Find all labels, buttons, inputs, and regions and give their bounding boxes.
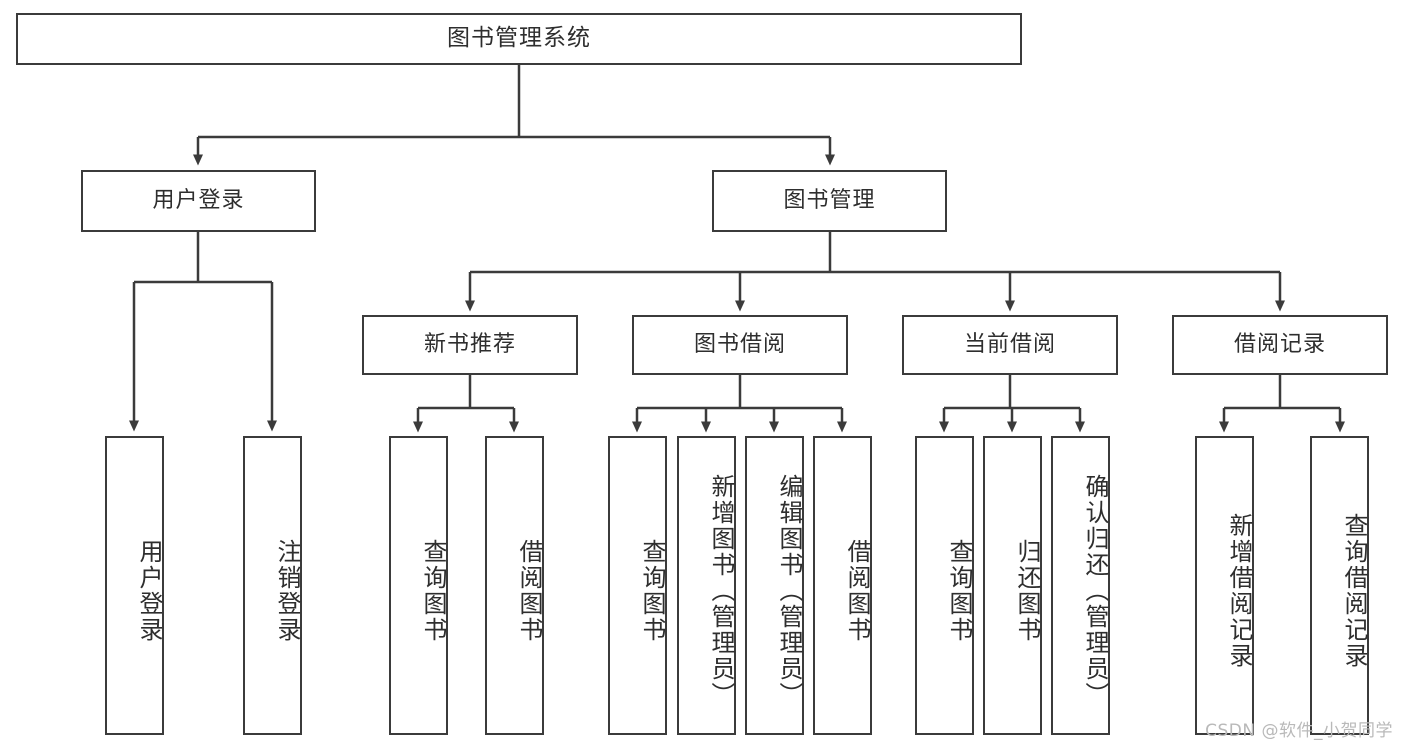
node-leaf-user-login-login[interactable]: 用户登录 [105, 436, 164, 735]
node-leaf-currentborrow-return[interactable]: 归还图书 [983, 436, 1042, 735]
node-book-manage-label: 图书管理 [783, 187, 876, 213]
node-user-login-label: 用户登录 [152, 187, 245, 213]
node-leaf-label: 确认归还（管理员） [1081, 473, 1109, 708]
node-leaf-label: 新增借阅记录 [1225, 512, 1253, 669]
node-leaf-bookborrow-edit[interactable]: 编辑图书（管理员） [745, 436, 804, 735]
node-leaf-label: 查询图书 [945, 538, 973, 643]
node-borrow-record-label: 借阅记录 [1233, 331, 1326, 357]
node-leaf-label: 编辑图书（管理员） [775, 473, 803, 708]
node-book-borrow-label: 图书借阅 [693, 331, 786, 357]
node-current-borrow-label: 当前借阅 [963, 331, 1056, 357]
node-leaf-label: 注销登录 [273, 538, 301, 643]
node-leaf-label: 借阅图书 [515, 538, 543, 643]
node-leaf-currentborrow-query[interactable]: 查询图书 [915, 436, 974, 735]
node-leaf-label: 新增图书（管理员） [707, 473, 735, 708]
node-leaf-newbook-query[interactable]: 查询图书 [389, 436, 448, 735]
node-leaf-bookborrow-borrow[interactable]: 借阅图书 [813, 436, 872, 735]
node-leaf-newbook-borrow[interactable]: 借阅图书 [485, 436, 544, 735]
node-root-label: 图书管理系统 [447, 25, 591, 52]
watermark-text: CSDN @软件_小贺同学 [1205, 721, 1393, 741]
node-leaf-label: 借阅图书 [843, 538, 871, 643]
node-user-login[interactable]: 用户登录 [81, 170, 316, 232]
node-root-system[interactable]: 图书管理系统 [16, 13, 1022, 65]
node-leaf-label: 查询图书 [638, 538, 666, 643]
node-leaf-label: 查询借阅记录 [1340, 512, 1368, 669]
node-leaf-borrowrecord-query[interactable]: 查询借阅记录 [1310, 436, 1369, 735]
node-leaf-borrowrecord-add[interactable]: 新增借阅记录 [1195, 436, 1254, 735]
node-leaf-label: 查询图书 [419, 538, 447, 643]
node-current-borrow[interactable]: 当前借阅 [902, 315, 1118, 375]
node-book-manage[interactable]: 图书管理 [712, 170, 947, 232]
node-leaf-user-login-logout[interactable]: 注销登录 [243, 436, 302, 735]
node-leaf-bookborrow-add[interactable]: 新增图书（管理员） [677, 436, 736, 735]
node-borrow-record[interactable]: 借阅记录 [1172, 315, 1388, 375]
node-leaf-label: 用户登录 [135, 538, 163, 643]
node-new-book-recommend[interactable]: 新书推荐 [362, 315, 578, 375]
node-new-book-recommend-label: 新书推荐 [423, 331, 516, 357]
node-book-borrow[interactable]: 图书借阅 [632, 315, 848, 375]
node-leaf-label: 归还图书 [1013, 538, 1041, 643]
node-leaf-currentborrow-confirm[interactable]: 确认归还（管理员） [1051, 436, 1110, 735]
node-leaf-bookborrow-query[interactable]: 查询图书 [608, 436, 667, 735]
